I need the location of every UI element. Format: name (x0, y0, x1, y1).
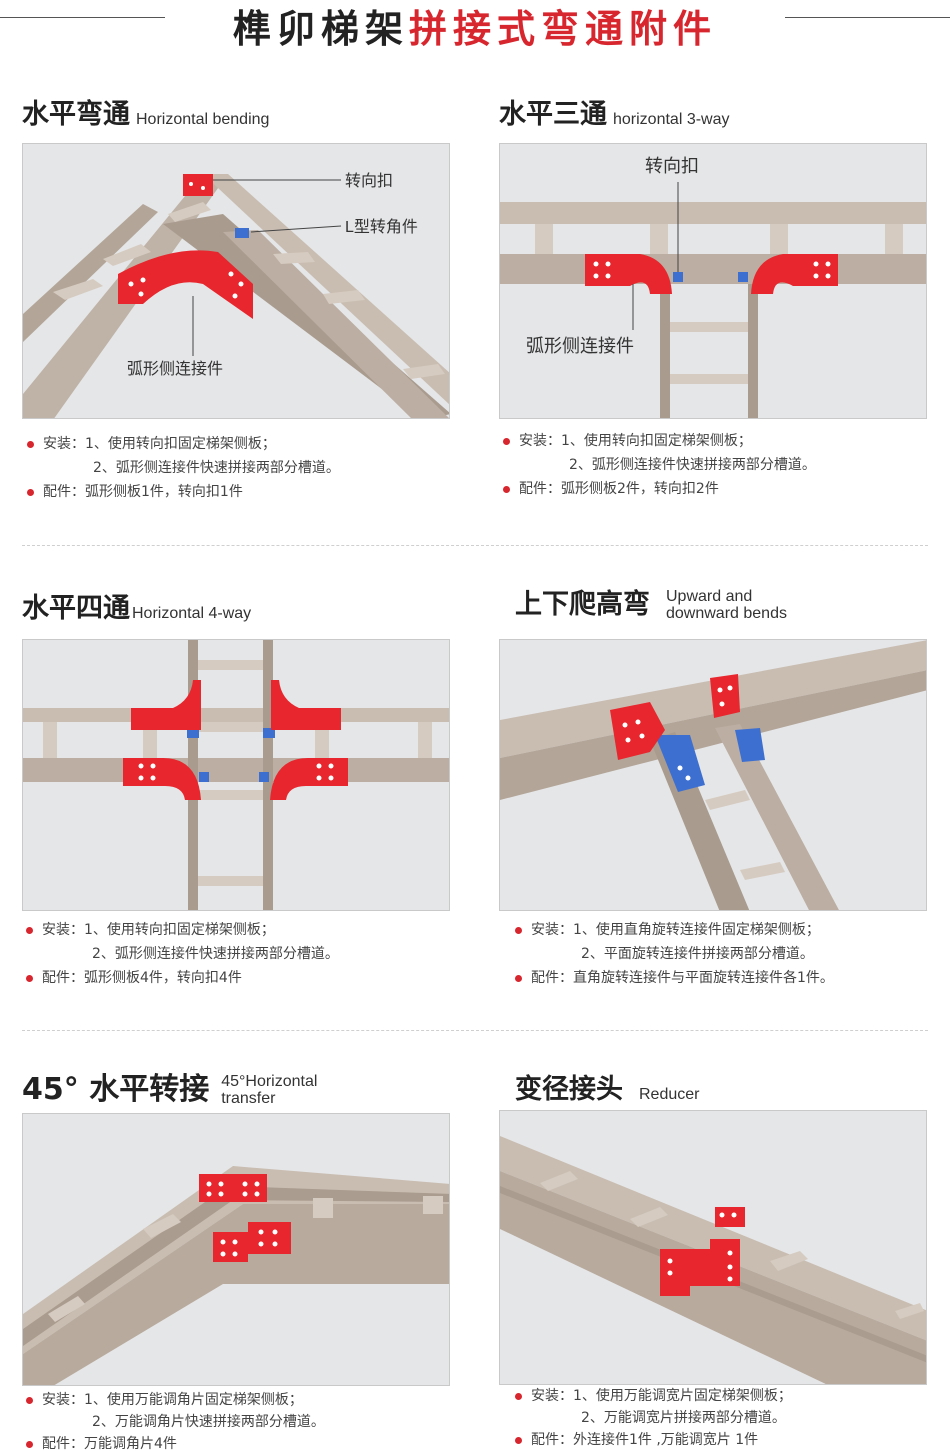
bullet-dot (26, 1396, 33, 1404)
section2-title-en: horizontal 3-way (613, 111, 730, 128)
section5-install-line2: 2、万能调角片快速拼接两部分槽道。 (92, 1414, 325, 1430)
section5-title-en-line2: transfer (221, 1090, 276, 1107)
section4-notes: 安装：1、使用直角旋转连接件固定梯架侧板； 2、平面旋转连接件拼接两部分槽道。 … (515, 918, 935, 990)
section4-install-line2: 2、平面旋转连接件拼接两部分槽道。 (581, 946, 814, 962)
bullet-dot (26, 1440, 33, 1448)
section5-parts: 配件：万能调角片4件 (42, 1436, 177, 1451)
section6-install-line1: 安装：1、使用万能调宽片固定梯架侧板； (531, 1388, 792, 1404)
section6-title-zh: 变径接头 (515, 1074, 623, 1105)
section2-title-zh: 水平三通 (499, 99, 607, 130)
section6-parts: 配件：外连接件1件 ,万能调宽片 1件 (531, 1432, 759, 1448)
bullet-dot (503, 437, 510, 445)
section3-title: 水平四通 Horizontal 4-way (22, 594, 251, 624)
section3-image (22, 639, 450, 911)
section6-notes: 安装：1、使用万能调宽片固定梯架侧板； 2、万能调宽片拼接两部分槽道。 配件：外… (515, 1385, 935, 1451)
section4-install-line1: 安装：1、使用直角旋转连接件固定梯架侧板； (531, 922, 820, 938)
bullet-dot (515, 974, 522, 982)
section5-notes: 安装：1、使用万能调角片固定梯架侧板； 2、万能调角片快速拼接两部分槽道。 配件… (26, 1389, 446, 1451)
section1-install-line1: 安装：1、使用转向扣固定梯架侧板； (43, 436, 276, 452)
section5-install-line1: 安装：1、使用万能调角片固定梯架侧板； (42, 1392, 303, 1408)
page-title: 榫卯梯架拼接式弯通附件 (0, 0, 950, 53)
section1-title: 水平弯通 Horizontal bending (22, 100, 269, 130)
section3-parts: 配件：弧形侧板4件，转向扣4件 (42, 970, 242, 986)
section4-title-zh: 上下爬高弯 (515, 589, 650, 620)
section2-notes: 安装：1、使用转向扣固定梯架侧板； 2、弧形侧连接件快速拼接两部分槽道。 配件：… (503, 429, 923, 501)
section4-title-en-line1: Upward and (666, 588, 753, 605)
section5-title-en-line1: 45°Horizontal (221, 1073, 318, 1090)
section5-title-en: 45°Horizontal transfer (205, 1073, 317, 1107)
bullet-dot (27, 488, 34, 496)
page-title-part2: 拼接式弯通附件 (409, 7, 718, 51)
section5-title: 45° 水平转接 45°Horizontal transfer (22, 1073, 317, 1107)
section3-title-en: Horizontal 4-way (132, 605, 252, 622)
section3-title-zh: 水平四通 (22, 593, 130, 624)
section2-label-c: 弧形侧连接件 (526, 336, 634, 356)
page-title-part1: 榫卯梯架 (232, 7, 409, 51)
section1-title-en: Horizontal bending (136, 111, 270, 128)
section2-label-a: 转向扣 (645, 156, 699, 176)
section1-image: 转向扣 L型转角件 弧形侧连接件 (22, 143, 450, 419)
section3-install-line2: 2、弧形侧连接件快速拼接两部分槽道。 (92, 946, 339, 962)
bullet-dot (26, 974, 33, 982)
section2-image: 转向扣 弧形侧连接件 (499, 143, 927, 419)
bullet-dot (515, 1392, 522, 1400)
section1-title-zh: 水平弯通 (22, 99, 130, 130)
section6-image (499, 1110, 927, 1385)
bullet-dot (515, 926, 522, 934)
section1-label-a: 转向扣 (345, 172, 393, 190)
header-line-left (0, 17, 165, 18)
section-divider (22, 545, 928, 546)
section2-install-line2: 2、弧形侧连接件快速拼接两部分槽道。 (569, 457, 816, 473)
section5-title-zh: 45° 水平转接 (22, 1072, 210, 1107)
section1-label-c: 弧形侧连接件 (127, 360, 223, 378)
section1-notes: 安装：1、使用转向扣固定梯架侧板； 2、弧形侧连接件快速拼接两部分槽道。 配件：… (27, 432, 447, 504)
bullet-dot (26, 926, 33, 934)
section3-notes: 安装：1、使用转向扣固定梯架侧板； 2、弧形侧连接件快速拼接两部分槽道。 配件：… (26, 918, 446, 990)
section4-image (499, 639, 927, 911)
section2-title: 水平三通 horizontal 3-way (499, 100, 730, 130)
section1-parts: 配件：弧形侧板1件，转向扣1件 (43, 484, 243, 500)
section4-title: 上下爬高弯 Upward and downward bends (515, 588, 787, 622)
section2-install-line1: 安装：1、使用转向扣固定梯架侧板； (519, 433, 752, 449)
section-divider (22, 1030, 928, 1031)
section1-label-b: L型转角件 (345, 218, 418, 236)
section6-title-en: Reducer (639, 1086, 700, 1103)
section3-install-line1: 安装：1、使用转向扣固定梯架侧板； (42, 922, 275, 938)
bullet-dot (503, 485, 510, 493)
section4-title-en: Upward and downward bends (650, 588, 787, 622)
bullet-dot (27, 440, 34, 448)
section6-install-line2: 2、万能调宽片拼接两部分槽道。 (581, 1410, 786, 1426)
header-line-right (785, 17, 950, 18)
section4-parts: 配件：直角旋转连接件与平面旋转连接件各1件。 (531, 970, 834, 986)
section4-title-en-line2: downward bends (666, 605, 787, 622)
bullet-dot (515, 1436, 522, 1444)
section1-install-line2: 2、弧形侧连接件快速拼接两部分槽道。 (93, 460, 340, 476)
section2-parts: 配件：弧形侧板2件，转向扣2件 (519, 481, 719, 497)
section5-image (22, 1113, 450, 1386)
section6-title: 变径接头 Reducer (515, 1075, 699, 1105)
